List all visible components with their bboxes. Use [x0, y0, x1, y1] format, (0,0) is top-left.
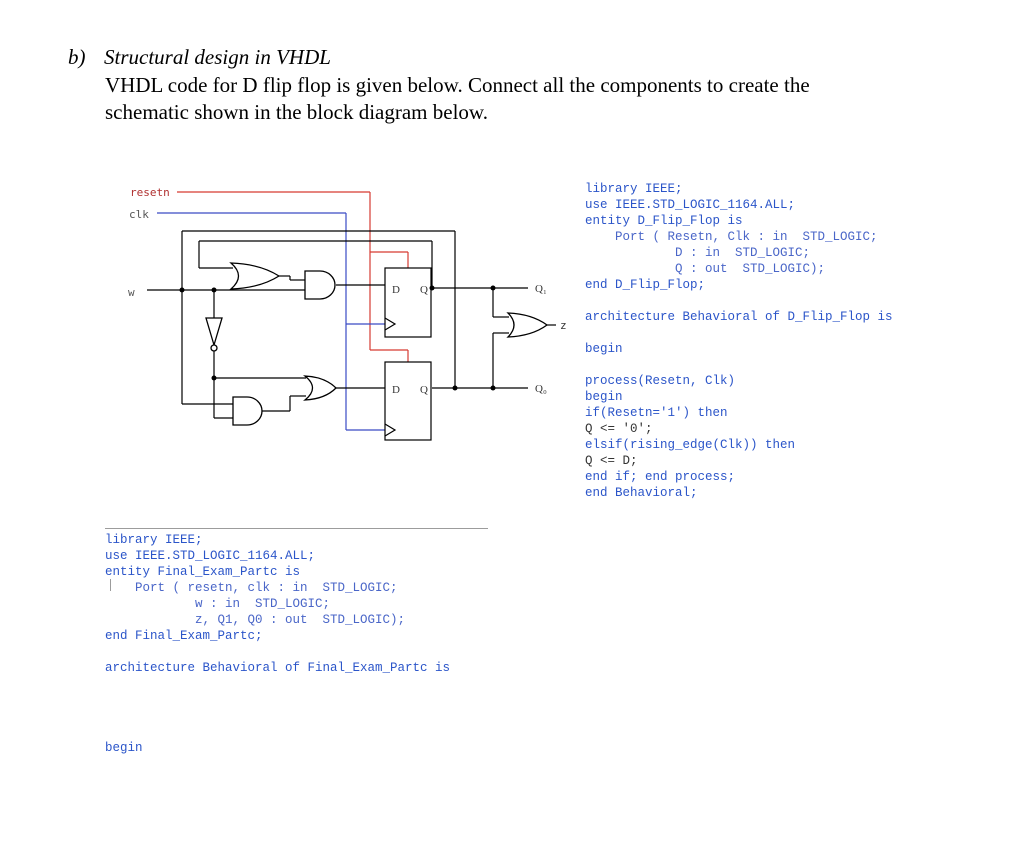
final-code-line: begin — [105, 741, 143, 755]
question-line-1: VHDL code for D flip flop is given below… — [105, 73, 810, 97]
dff-code-line: library IEEE; — [585, 182, 683, 196]
dff-code-line: ​ — [585, 325, 893, 341]
dff-code-line: Q : out STD_LOGIC); — [585, 262, 826, 276]
q1-output-label: Q₁ — [535, 283, 547, 295]
or-gate-output — [506, 312, 549, 338]
dff-vhdl-code: library IEEE; use IEEE.STD_LOGIC_1164.ALL… — [585, 181, 893, 501]
final-code-line: ​ — [105, 724, 450, 740]
ff0-d-label: D — [392, 384, 400, 396]
dff-code-line: ​ — [585, 357, 893, 373]
dff-code-line: ​ — [585, 293, 893, 309]
final-code-line: ​ — [105, 644, 450, 660]
final-code-line: library IEEE; — [105, 533, 203, 547]
dff-code-line: if(Resetn='1') then — [585, 406, 728, 420]
code-margin-mark — [110, 579, 111, 591]
and-gate-top — [304, 270, 336, 300]
z-output-label: z — [560, 319, 567, 332]
clk-label: clk — [129, 208, 149, 221]
ff0-q-label: Q — [420, 384, 428, 396]
final-code-line: ​ — [105, 708, 450, 724]
or-gate-top-left — [229, 262, 281, 290]
dff-code-line: entity D_Flip_Flop is — [585, 214, 743, 228]
dff-q1 — [384, 267, 432, 338]
w-label: w — [128, 286, 135, 299]
inverter-gate — [205, 317, 223, 348]
final-code-line: ​ — [105, 692, 450, 708]
final-code-line: use IEEE.STD_LOGIC_1164.ALL; — [105, 549, 316, 563]
and-gate-bottom — [232, 396, 263, 426]
final-code-line: Port ( resetn, clk : in STD_LOGIC; — [105, 581, 398, 595]
question-line-2: schematic shown in the block diagram bel… — [105, 100, 488, 124]
ff1-q-label: Q — [420, 284, 428, 296]
dff-code-line: architecture Behavioral of D_Flip_Flop i… — [585, 310, 893, 324]
dff-code-line: Q <= '0'; — [585, 422, 653, 436]
dff-code-line: end D_Flip_Flop; — [585, 278, 706, 292]
final-code-line: architecture Behavioral of Final_Exam_Pa… — [105, 661, 451, 675]
question-title: Structural design in VHDL — [104, 45, 331, 69]
final-code-line: ​ — [105, 676, 450, 692]
logic-gates — [205, 262, 549, 426]
resetn-label: resetn — [130, 186, 170, 199]
ff1-d-label: D — [392, 284, 400, 296]
code-divider — [105, 528, 488, 529]
question-description: VHDL code for D flip flop is given below… — [105, 72, 885, 126]
q0-output-label: Q₀ — [535, 383, 547, 395]
dff-code-line: Port ( Resetn, Clk : in STD_LOGIC; — [585, 230, 878, 244]
question-heading: b) Structural design in VHDL — [68, 44, 331, 71]
dff-code-line: process(Resetn, Clk) — [585, 374, 736, 388]
final-code-line: w : in STD_LOGIC; — [105, 597, 331, 611]
question-label: b) — [68, 45, 86, 69]
dff-code-line: end Behavioral; — [585, 486, 698, 500]
final-code-line: entity Final_Exam_Partc is — [105, 565, 301, 579]
dff-code-line: D : in STD_LOGIC; — [585, 246, 811, 260]
dff-code-line: end if; end process; — [585, 470, 736, 484]
dff-code-line: Q <= D; — [585, 454, 638, 468]
dff-code-line: use IEEE.STD_LOGIC_1164.ALL; — [585, 198, 796, 212]
dff-q0 — [384, 361, 432, 441]
dff-code-line: elsif(rising_edge(Clk)) then — [585, 438, 796, 452]
final-exam-vhdl-code: library IEEE; use IEEE.STD_LOGIC_1164.ALL… — [105, 532, 450, 756]
final-code-line: end Final_Exam_Partc; — [105, 629, 263, 643]
or-gate-bottom — [303, 375, 337, 401]
final-code-line: z, Q1, Q0 : out STD_LOGIC); — [105, 613, 406, 627]
dff-code-line: begin — [585, 390, 623, 404]
dff-code-line: begin — [585, 342, 623, 356]
